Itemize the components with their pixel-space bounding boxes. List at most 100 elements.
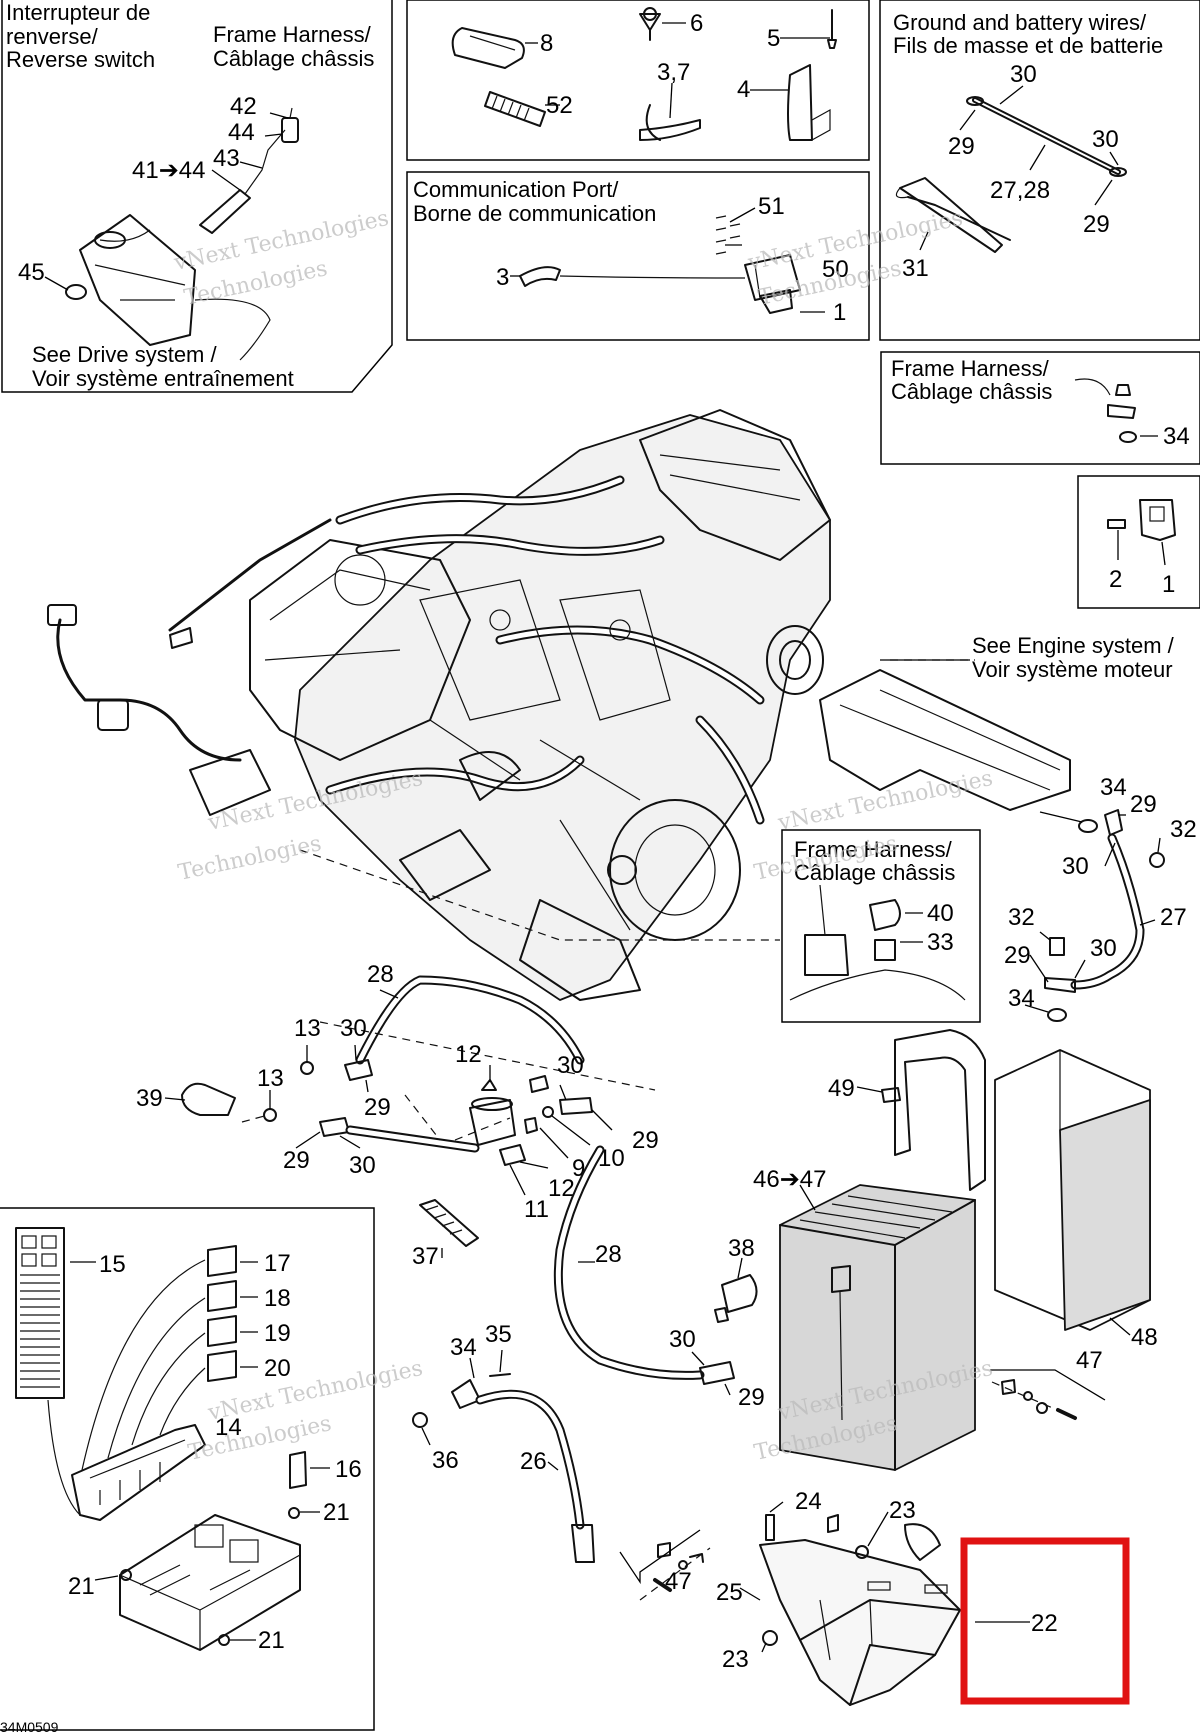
watermark-5b: Technologies bbox=[186, 1411, 334, 1466]
callout-30d: 30 bbox=[1090, 935, 1117, 962]
reverse-switch-drawing bbox=[44, 107, 299, 361]
hardware-panel-labels: 8 6 5 3,7 4 52 bbox=[540, 10, 780, 119]
callout-40: 40 bbox=[927, 900, 954, 927]
callout-21a: 21 bbox=[323, 1499, 350, 1526]
section-ground-battery: Ground and battery wires/ Fils de masse … bbox=[893, 10, 1163, 58]
callout-49: 49 bbox=[828, 1075, 855, 1102]
callout-3: 3 bbox=[496, 264, 509, 291]
watermark-3b: Technologies bbox=[176, 831, 324, 886]
callout-30f: 30 bbox=[557, 1052, 584, 1079]
fuse-box-drawing bbox=[15, 1227, 330, 1651]
figure-code: 34M0509 bbox=[0, 1719, 59, 1735]
section-drive-system: See Drive system / Voir système entraîne… bbox=[32, 342, 294, 391]
starter-cables-labels: 28 13 30 12 30 39 13 29 29 10 9 29 30 12… bbox=[136, 961, 659, 1223]
callout-6: 6 bbox=[690, 10, 703, 37]
callout-23a: 23 bbox=[889, 1497, 916, 1524]
callout-21b: 21 bbox=[68, 1573, 95, 1600]
ground-battery-l1: Ground and battery wires/ bbox=[893, 10, 1147, 35]
drive-system-l2: Voir système entraînement bbox=[32, 366, 294, 391]
callout-29b: 29 bbox=[1083, 211, 1110, 238]
callout-4: 4 bbox=[737, 76, 750, 103]
ground-battery-l2: Fils de masse et de batterie bbox=[893, 33, 1163, 58]
callout-19: 19 bbox=[264, 1320, 291, 1347]
callout-50: 50 bbox=[822, 256, 849, 283]
callout-29e: 29 bbox=[364, 1094, 391, 1121]
callout-28b: 28 bbox=[595, 1241, 622, 1268]
engine-system-l2: Voir système moteur bbox=[972, 657, 1173, 682]
callout-1b: 1 bbox=[1162, 571, 1175, 598]
callout-46-47: 46➔47 bbox=[753, 1166, 827, 1193]
fuse-box-labels: 15 17 18 19 20 14 16 21 21 21 bbox=[68, 1250, 362, 1654]
reverse-switch-title-l2: renverse/ bbox=[6, 24, 99, 49]
lower-labels: 37 28 38 48 47 34 35 30 29 36 26 24 23 4… bbox=[412, 1235, 1158, 1673]
callout-35: 35 bbox=[485, 1321, 512, 1348]
callout-2: 2 bbox=[1109, 566, 1122, 593]
section-engine-system: See Engine system / Voir système moteur bbox=[972, 633, 1175, 682]
frame-harness-mid-l1: Frame Harness/ bbox=[794, 837, 953, 862]
battery-drawing bbox=[714, 1029, 1151, 1471]
callout-37: 37 bbox=[412, 1243, 439, 1270]
callout-8: 8 bbox=[540, 30, 553, 57]
frame-harness-mid-l2: Câblage châssis bbox=[794, 860, 955, 885]
callout-1a: 1 bbox=[833, 299, 846, 326]
callout-47b: 47 bbox=[665, 1568, 692, 1595]
callout-29d: 29 bbox=[1004, 942, 1031, 969]
callout-32a: 32 bbox=[1170, 816, 1197, 843]
callout-13a: 13 bbox=[294, 1015, 321, 1042]
callout-32b: 32 bbox=[1008, 904, 1035, 931]
callout-22: 22 bbox=[1031, 1610, 1058, 1637]
callout-29c: 29 bbox=[1130, 791, 1157, 818]
callout-36: 36 bbox=[432, 1447, 459, 1474]
callout-52: 52 bbox=[546, 92, 573, 119]
callout-38: 38 bbox=[728, 1235, 755, 1262]
callout-12a: 12 bbox=[455, 1041, 482, 1068]
callout-29g: 29 bbox=[283, 1147, 310, 1174]
callout-30e: 30 bbox=[340, 1015, 367, 1042]
callout-34d: 34 bbox=[450, 1334, 477, 1361]
callout-30g: 30 bbox=[349, 1152, 376, 1179]
callout-34b: 34 bbox=[1100, 774, 1127, 801]
callout-34a: 34 bbox=[1163, 423, 1190, 450]
callout-11: 11 bbox=[524, 1196, 549, 1223]
callout-13b: 13 bbox=[257, 1065, 284, 1092]
frame-harness-right-drawing bbox=[1074, 378, 1158, 443]
reverse-switch-title-l1: Interrupteur de bbox=[6, 0, 150, 25]
section-frame-harness-right: Frame Harness/ Câblage châssis bbox=[891, 356, 1052, 404]
engine-system-l1: See Engine system / bbox=[972, 633, 1175, 658]
callout-33: 33 bbox=[927, 929, 954, 956]
callout-30b: 30 bbox=[1092, 126, 1119, 153]
callout-39: 39 bbox=[136, 1085, 163, 1112]
section-frame-harness-top: Frame Harness/ Câblage châssis bbox=[213, 22, 374, 71]
battery-labels: 49 46➔47 bbox=[753, 1075, 855, 1193]
comm-port-drawing bbox=[510, 207, 825, 314]
comm-port-l1: Communication Port/ bbox=[413, 177, 619, 202]
callout-27: 27 bbox=[1160, 904, 1187, 931]
callout-42: 42 bbox=[230, 93, 257, 120]
callout-23b: 23 bbox=[722, 1646, 749, 1673]
frame-harness-mid-drawing bbox=[789, 884, 966, 1001]
section-reverse-switch: Interrupteur de renverse/ Reverse switch bbox=[6, 0, 155, 72]
callout-5: 5 bbox=[767, 25, 780, 52]
callout-43: 43 bbox=[213, 145, 240, 172]
lower-cables-drawing bbox=[412, 1145, 1030, 1706]
callout-27-28: 27,28 bbox=[990, 177, 1050, 204]
frame-harness-right-l1: Frame Harness/ bbox=[891, 356, 1050, 381]
callout-51: 51 bbox=[758, 193, 785, 220]
clip-panel-drawing bbox=[1107, 499, 1176, 566]
frame-harness-top-l1: Frame Harness/ bbox=[213, 22, 372, 47]
hardware-panel-drawing bbox=[451, 7, 837, 141]
callout-31: 31 bbox=[902, 255, 929, 282]
callout-29h: 29 bbox=[738, 1384, 765, 1411]
cable-27-drawing bbox=[1024, 809, 1165, 1022]
callout-30h: 30 bbox=[669, 1326, 696, 1353]
highlight-box-22 bbox=[960, 1537, 1130, 1705]
callout-26: 26 bbox=[520, 1448, 547, 1475]
callout-20: 20 bbox=[264, 1355, 291, 1382]
engine-drawing bbox=[47, 409, 831, 1001]
callout-29a: 29 bbox=[948, 133, 975, 160]
engine-frame-drawing bbox=[299, 659, 1071, 941]
ground-battery-labels: 30 29 30 27,28 29 31 bbox=[902, 61, 1119, 282]
ground-battery-drawing bbox=[895, 85, 1127, 253]
